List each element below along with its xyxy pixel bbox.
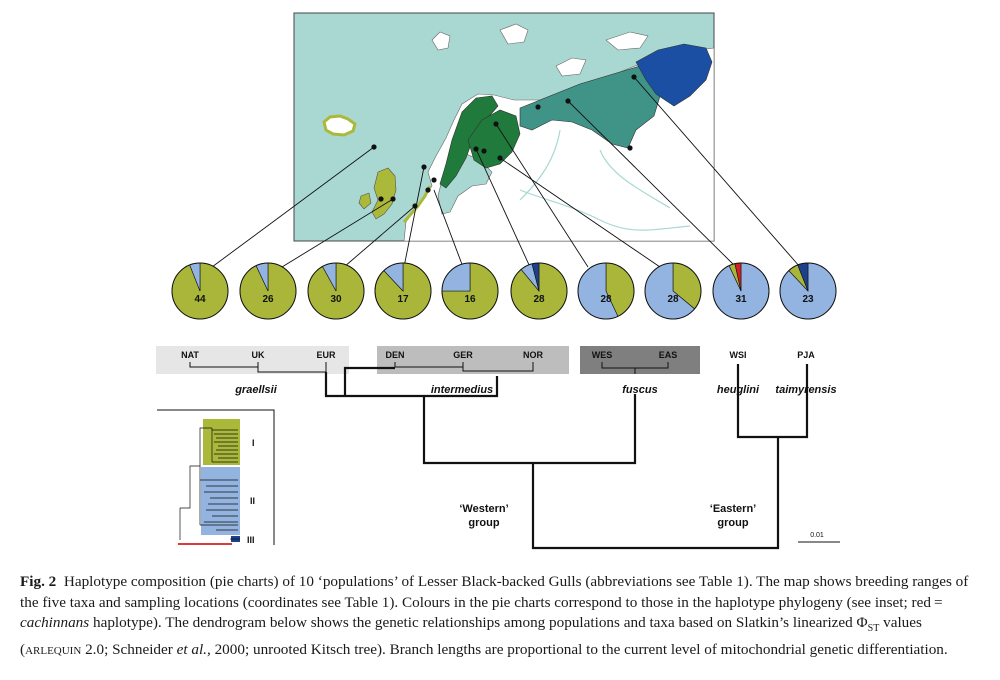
pop-label-wes: WES: [592, 350, 613, 360]
pie-outline: [307, 262, 365, 320]
pie-sample-size: 17: [397, 294, 409, 305]
clade-label-III: III: [247, 535, 255, 545]
taxon-label-intermedius: intermedius: [431, 384, 493, 396]
pie-chart: 28: [510, 262, 568, 320]
pop-label-den: DEN: [385, 350, 404, 360]
pie-sample-size: 28: [533, 294, 545, 305]
map-to-pie-connectors: [211, 76, 801, 268]
pie-chart: 17: [374, 262, 432, 320]
pop-label-ger: GER: [453, 350, 473, 360]
pop-label-nat: NAT: [181, 350, 199, 360]
caption-text-3: values (: [20, 614, 922, 658]
haplotype-phylogeny-inset: I II III: [157, 409, 275, 545]
taxon-label-taimyrensis: taimyrensis: [775, 384, 836, 396]
taxon-label-graellsii: graellsii: [234, 384, 278, 396]
pie-sample-size: 44: [194, 294, 206, 305]
pie-chart: 44: [171, 262, 229, 320]
breeding-range-map: [293, 12, 715, 242]
figure-panel: 44 26 30 17 16 28 28 28 31 23 NAT UK EUR DEN GER …: [156, 12, 840, 550]
pie-outline: [374, 262, 432, 320]
pie-chart: 28: [644, 262, 702, 320]
pop-label-nor: NOR: [523, 350, 544, 360]
pie-chart: 16: [441, 262, 499, 320]
haplotype-pie-charts: 44 26 30 17 16 28 28 28 31 23: [171, 262, 837, 320]
caption-text-5: , 2000; unrooted Kitsch tree). Branch le…: [206, 640, 948, 658]
dendrogram: NAT UK EUR DEN GER NOR WES EAS WSI PJA g…: [156, 346, 840, 550]
pie-chart: 31: [712, 262, 770, 320]
clade-label-II: II: [250, 496, 255, 506]
taxon-label-heuglini: heuglini: [717, 384, 760, 396]
taxon-label-fuscus: fuscus: [622, 384, 657, 396]
pop-label-uk: UK: [252, 350, 265, 360]
clade-label-I: I: [252, 438, 255, 448]
pie-outline: [239, 262, 297, 320]
caption-text-1: Haplotype composition (pie charts) of 10…: [20, 573, 969, 611]
pie-outline: [712, 262, 770, 320]
pie-outline: [441, 262, 499, 320]
caption-italic-etal: et al.: [176, 640, 207, 658]
group-label-eastern: ‘Eastern’group: [710, 503, 756, 529]
caption-text-4: 2.0; Schneider: [81, 640, 177, 658]
pie-chart: 26: [239, 262, 297, 320]
pie-chart: 30: [307, 262, 365, 320]
caption-subscript-st: ST: [867, 623, 880, 635]
pie-outline: [577, 262, 635, 320]
pop-label-eas: EAS: [659, 350, 678, 360]
figure-label: Fig. 2: [20, 573, 57, 590]
caption-text-2: haplotype). The dendrogram below shows t…: [89, 614, 868, 631]
pop-label-pja: PJA: [797, 350, 815, 360]
pie-sample-size: 26: [262, 294, 274, 305]
pie-outline: [644, 262, 702, 320]
pie-sample-size: 23: [802, 294, 814, 305]
pie-sample-size: 28: [667, 294, 679, 305]
pie-sample-size: 28: [600, 294, 612, 305]
pie-outline: [510, 262, 568, 320]
pie-outline: [779, 262, 837, 320]
pie-sample-size: 31: [735, 294, 747, 305]
scale-bar-label: 0.01: [810, 532, 824, 539]
figure-caption: Fig. 2 Haplotype composition (pie charts…: [20, 572, 982, 660]
pie-sample-size: 16: [464, 294, 476, 305]
pie-chart: 28: [577, 262, 635, 320]
caption-italic-cachinnans: cachinnans: [20, 614, 90, 631]
group-label-western: ‘Western’group: [459, 503, 508, 529]
pie-sample-size: 30: [330, 294, 342, 305]
caption-software-arlequin: arlequin: [25, 640, 82, 658]
pop-label-eur: EUR: [316, 350, 336, 360]
pop-label-wsi: WSI: [730, 350, 747, 360]
pie-chart: 23: [779, 262, 837, 320]
pie-outline: [171, 262, 229, 320]
